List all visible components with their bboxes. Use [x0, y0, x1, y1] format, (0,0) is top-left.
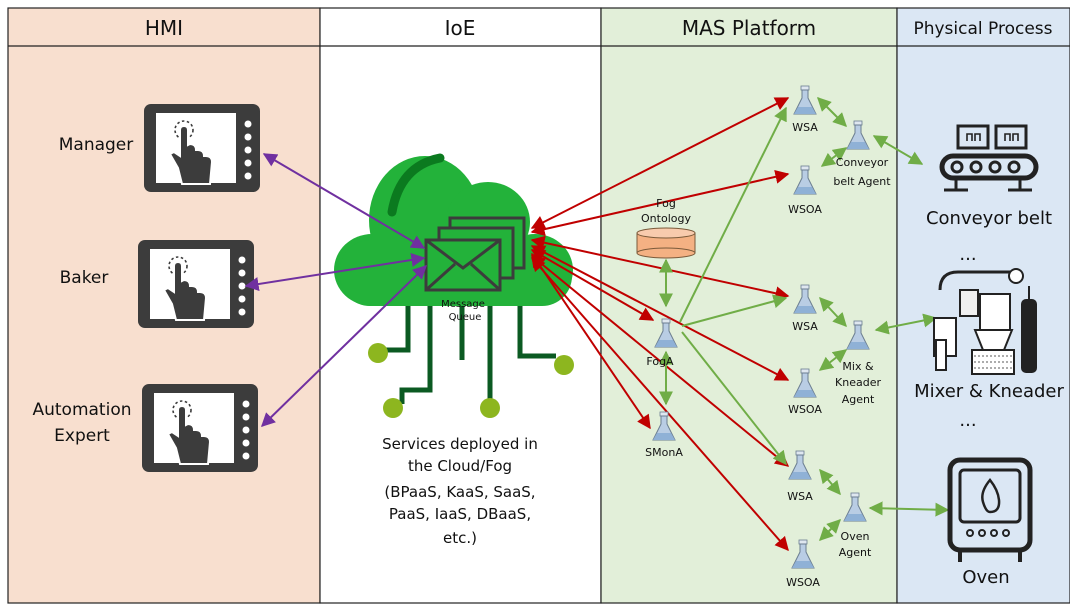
user-automation-label: Automation: [32, 400, 131, 420]
mixer-kneader-icon: [933, 268, 1037, 375]
fog-ontology-label-1: Fog: [656, 197, 676, 210]
ioe-header: IoE: [445, 16, 476, 40]
agent-links: [659, 97, 950, 541]
wsa-label-1: WSA: [792, 121, 818, 134]
hmi-header: HMI: [145, 16, 183, 40]
mix-agent-label-2: Kneader: [835, 376, 881, 389]
ellipsis-1: ...: [959, 244, 976, 265]
services-text: Services deployed in the Cloud/Fog (BPaa…: [382, 435, 538, 547]
message-queue-label-1: Message: [441, 299, 485, 310]
fog-ontology-database-icon: [636, 227, 696, 259]
conveyor-agent-label-2: belt Agent: [833, 175, 891, 188]
foga-label: FogA: [646, 355, 674, 368]
wsoa-label-1: WSOA: [788, 203, 822, 216]
oven-label: Oven: [962, 567, 1009, 588]
physical-header: Physical Process: [913, 19, 1052, 39]
ellipsis-2: ...: [959, 410, 976, 431]
oven-agent-label-1: Oven: [841, 530, 870, 543]
oven-icon: [947, 457, 1033, 562]
mix-agent-label-3: Agent: [842, 393, 875, 406]
svg-text:Services deployed in: Services deployed in: [382, 435, 538, 453]
conveyor-belt-icon: [939, 124, 1039, 192]
svg-text:the Cloud/Fog: the Cloud/Fog: [408, 457, 512, 475]
hmi-links: [244, 153, 428, 427]
oven-agent-label-2: Agent: [839, 546, 872, 559]
svg-text:PaaS, IaaS, DBaaS,: PaaS, IaaS, DBaaS,: [389, 505, 531, 523]
user-manager-label: Manager: [59, 135, 134, 155]
svg-text:etc.): etc.): [443, 529, 477, 547]
conveyor-agent-label-1: Conveyor: [836, 156, 889, 169]
wsoa-label-3: WSOA: [786, 576, 820, 589]
conveyor-belt-label: Conveyor belt: [926, 208, 1052, 229]
svg-text:(BPaaS, KaaS, SaaS,: (BPaaS, KaaS, SaaS,: [384, 483, 535, 501]
fog-ontology-label-2: Ontology: [641, 212, 691, 225]
tablet-expert-icon: [141, 383, 259, 473]
mas-header: MAS Platform: [682, 16, 816, 40]
wsa-label-3: WSA: [787, 490, 813, 503]
tablet-baker-icon: [137, 239, 255, 329]
tablet-manager-icon: [143, 103, 261, 193]
message-queue-label-2: Queue: [449, 312, 482, 323]
wsa-label-2: WSA: [792, 320, 818, 333]
mix-agent-label-1: Mix &: [842, 360, 874, 373]
smona-label: SMonA: [645, 446, 683, 459]
mixer-kneader-label: Mixer & Kneader: [914, 381, 1064, 402]
user-baker-label: Baker: [60, 268, 109, 288]
user-expert-label: Expert: [54, 426, 110, 446]
wsoa-label-2: WSOA: [788, 403, 822, 416]
